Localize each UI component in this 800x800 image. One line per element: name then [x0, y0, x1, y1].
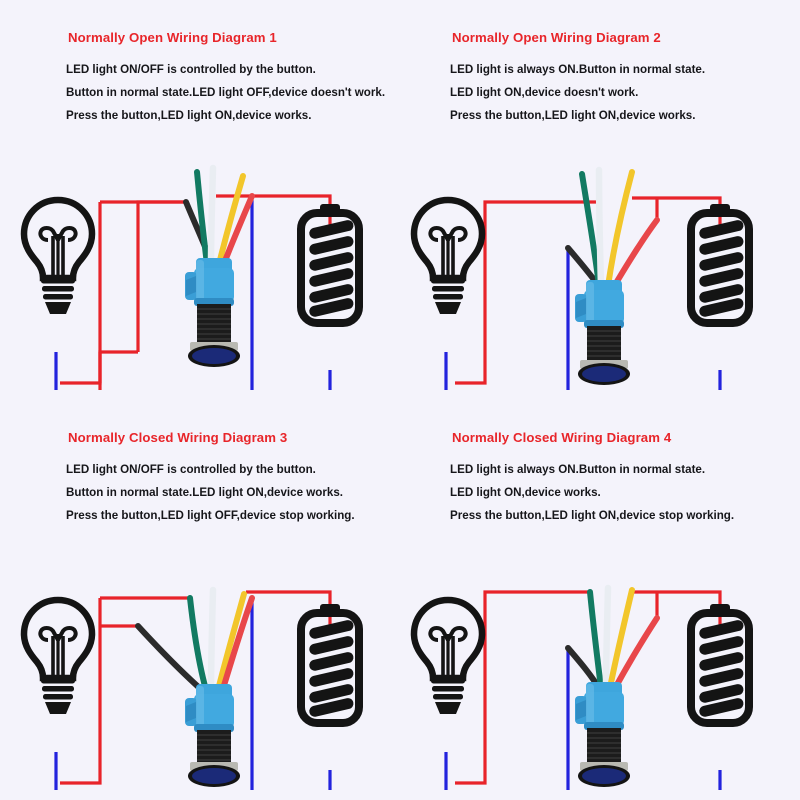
panel-2-line-3: Press the button,LED light ON,device wor… — [450, 109, 696, 122]
panel-3-line-3: Press the button,LED light OFF,device st… — [66, 509, 355, 522]
battery-icon — [297, 204, 363, 327]
lead-yellow — [216, 173, 246, 267]
button-body — [578, 728, 630, 787]
lamp-icon — [410, 196, 486, 314]
diagram-panel-2: Normally Open Wiring Diagram 2 LED light… — [400, 0, 800, 400]
button-body — [188, 304, 240, 367]
button-connector-housing — [575, 682, 624, 730]
battery-icon — [687, 204, 753, 327]
panel-4-line-3: Press the button,LED light ON,device sto… — [450, 509, 735, 522]
panel-1-line-2: Button in normal state.LED light OFF,dev… — [66, 86, 386, 99]
positive-rail-left — [455, 590, 590, 785]
panel-4-line-2: LED light ON,device works. — [450, 486, 601, 499]
lead-yellow — [215, 591, 247, 693]
lamp-icon — [410, 596, 486, 714]
positive-rail-lamp-branch — [60, 598, 102, 785]
panel-3-title: Normally Closed Wiring Diagram 3 — [68, 430, 288, 445]
diagram-panel-1: Normally Open Wiring Diagram 1 LED light… — [0, 0, 400, 400]
button-connector-housing — [185, 258, 234, 306]
lamp-icon — [20, 196, 96, 314]
lead-white — [207, 586, 217, 694]
positive-rail-right — [252, 194, 332, 228]
led-glow — [192, 768, 236, 784]
lead-green — [194, 169, 210, 267]
diagram-panel-3: Normally Closed Wiring Diagram 3 LED lig… — [0, 400, 400, 800]
battery-icon — [687, 604, 753, 727]
panel-2-description: LED light is always ON.Button in normal … — [450, 58, 790, 127]
positive-rail-left — [455, 200, 596, 385]
button-connector-housing — [575, 280, 624, 328]
panel-2-line-2: LED light ON,device doesn't work. — [450, 86, 639, 99]
lead-white — [207, 164, 217, 268]
push-button-icon — [183, 164, 255, 367]
panel-4-description: LED light is always ON.Button in normal … — [450, 458, 790, 527]
panel-3-line-1: LED light ON/OFF is controlled by the bu… — [66, 463, 316, 476]
panel-3-line-2: Button in normal state.LED light ON,devi… — [66, 486, 343, 499]
diagram-panel-4: Normally Closed Wiring Diagram 4 LED lig… — [400, 400, 800, 800]
push-button-icon — [565, 584, 660, 787]
panel-1-line-3: Press the button,LED light ON,device wor… — [66, 109, 312, 122]
panel-1-diagram — [0, 140, 400, 390]
panel-1-title: Normally Open Wiring Diagram 1 — [68, 30, 277, 45]
lead-white — [595, 166, 605, 290]
positive-rail-lamp-branch — [60, 202, 102, 385]
panel-3-diagram — [0, 540, 400, 790]
panel-1-line-1: LED light ON/OFF is controlled by the bu… — [66, 63, 316, 76]
lead-white — [602, 584, 612, 692]
panel-2-diagram — [400, 140, 800, 390]
button-connector-housing — [185, 684, 234, 732]
push-button-icon — [565, 166, 660, 385]
button-body — [578, 326, 630, 385]
lead-yellow — [605, 169, 635, 289]
negative-rail — [444, 752, 722, 790]
push-button-icon — [135, 586, 255, 787]
panel-4-diagram — [400, 540, 800, 790]
led-glow — [582, 366, 626, 382]
lead-green — [587, 589, 604, 691]
panel-3-description: LED light ON/OFF is controlled by the bu… — [66, 458, 406, 527]
positive-rail-left — [98, 200, 186, 390]
led-glow — [192, 348, 236, 364]
panel-4-title: Normally Closed Wiring Diagram 4 — [452, 430, 672, 445]
panel-4-line-1: LED light is always ON.Button in normal … — [450, 463, 706, 476]
negative-rail — [54, 752, 332, 790]
panel-2-line-1: LED light is always ON.Button in normal … — [450, 63, 706, 76]
lead-red — [219, 595, 255, 695]
lamp-icon — [20, 596, 96, 714]
battery-icon — [297, 604, 363, 727]
panel-1-description: LED light ON/OFF is controlled by the bu… — [66, 58, 406, 127]
lead-green — [187, 595, 209, 693]
led-glow — [582, 768, 626, 784]
panel-2-title: Normally Open Wiring Diagram 2 — [452, 30, 661, 45]
positive-rail-right — [632, 196, 722, 228]
negative-rail — [444, 352, 722, 390]
lead-yellow — [607, 587, 635, 691]
button-body — [188, 730, 240, 787]
negative-rail — [54, 352, 332, 390]
